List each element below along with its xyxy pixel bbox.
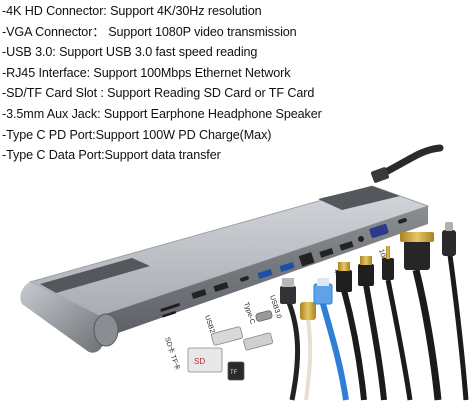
- feature-vga: -VGA Connector： Support 1080P video tran…: [2, 24, 297, 39]
- memory-cards: SD TF: [187, 310, 274, 381]
- rj45-port: [298, 252, 315, 267]
- label-type-c: Type-C: [242, 301, 256, 325]
- hub-ports: [160, 218, 407, 318]
- sd-card: [187, 347, 223, 373]
- usb-stick-1: [211, 326, 243, 346]
- feature-list: -4K HD Connector: Support 4K/30Hz resolu…: [2, 1, 472, 166]
- usb2-port-1: [191, 288, 207, 300]
- usb-stick-2: [243, 332, 274, 351]
- audio-cable: [382, 246, 413, 401]
- usb2-port-2: [213, 281, 229, 293]
- usb-c-plug: [255, 310, 273, 322]
- usb3-port-2: [279, 261, 295, 273]
- hdmi-port-2: [339, 240, 354, 251]
- feature-rj45: -RJ45 Interface: Support 100Mbps Etherne…: [2, 65, 291, 80]
- hdmi-port-1: [319, 247, 334, 258]
- sd-slot: [160, 302, 181, 312]
- pd-port: [398, 218, 407, 224]
- ethernet-cable: [313, 278, 349, 401]
- type-c-port-1: [240, 276, 249, 282]
- usb3-port-1: [257, 268, 273, 280]
- feature-data-port: -Type C Data Port:Support data transfer: [2, 148, 221, 163]
- feature-usb3: -USB 3.0: Support USB 3.0 fast speed rea…: [2, 45, 258, 60]
- hdmi-cables: [336, 256, 387, 401]
- tf-card: [227, 361, 245, 381]
- feature-card-slot: -SD/TF Card Slot : Support Reading SD Ca…: [2, 86, 315, 101]
- usb3-cable: [280, 278, 301, 401]
- feature-pd-port: -Type C PD Port:Support 100W PD Charge(M…: [2, 127, 272, 142]
- sd-card-text: SD: [194, 357, 205, 366]
- audio-jack: [358, 236, 364, 242]
- vga-port: [369, 223, 389, 239]
- tf-slot: [162, 310, 177, 318]
- hub-cable: [370, 144, 444, 183]
- feature-4k-hdmi: -4K HD Connector: Support 4K/30Hz resolu…: [2, 4, 262, 18]
- usb-c-pd-cable: [442, 222, 469, 401]
- label-sd-tf: SD卡 TF卡: [163, 336, 182, 371]
- gold-usb-c-cable: [300, 302, 316, 401]
- vga-cable: [400, 232, 442, 401]
- tf-card-text: TF: [230, 370, 238, 376]
- feature-aux-jack: -3.5mm Aux Jack: Support Earphone Headph…: [2, 106, 322, 121]
